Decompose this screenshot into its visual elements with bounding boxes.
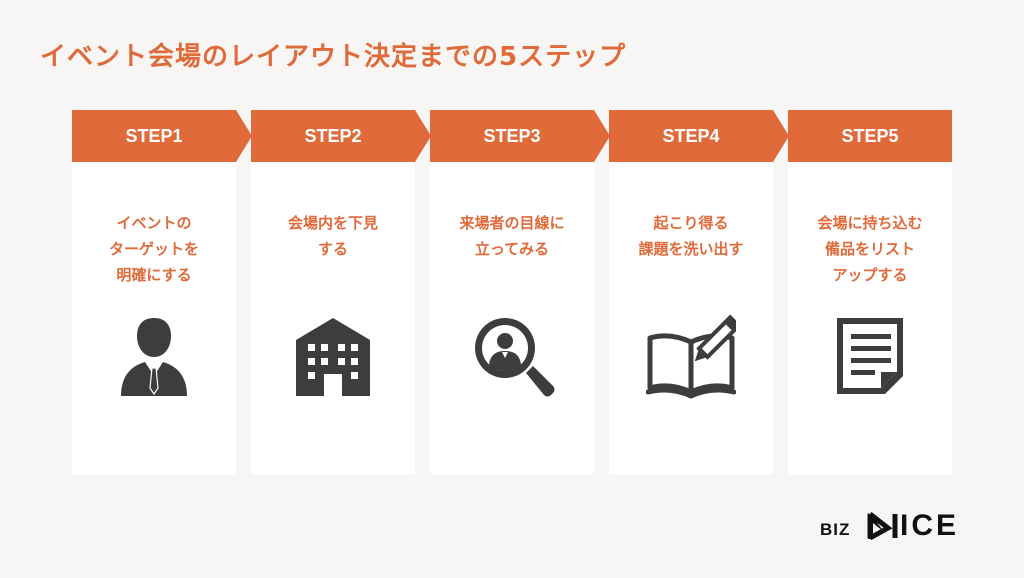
step-1-label: STEP1 (125, 126, 183, 146)
magnifier-person-icon (475, 318, 555, 397)
businessman-icon (121, 318, 187, 396)
step-5-label: STEP5 (841, 126, 899, 146)
brand-logo: BIZ ICE (820, 508, 990, 544)
notebook-pen-icon (646, 314, 736, 399)
step-3: STEP3 来場者の目線に 立ってみる (430, 110, 610, 474)
step-3-header: STEP3 (430, 110, 610, 162)
step-3-label: STEP3 (483, 126, 541, 146)
step-1-arrow (236, 110, 252, 162)
page-title: イベント会場のレイアウト決定までの5ステップ (40, 42, 627, 72)
step-5: STEP5 会場に持ち込む 備品をリスト アップする (788, 110, 952, 474)
step-2-arrow (415, 110, 431, 162)
step-4-text: 起こり得る 課題を洗い出す (638, 214, 744, 258)
checklist-document-icon (837, 318, 903, 394)
step-3-arrow (594, 110, 610, 162)
step-1-text: イベントの ターゲットを 明確にする (108, 214, 199, 284)
steps-flow: STEP1 イベントの ターゲットを 明確にする STEP2 会場内を下見 する (72, 110, 952, 474)
step-4-card: 起こり得る 課題を洗い出す (609, 162, 773, 474)
step-3-text: 来場者の目線に 立ってみる (459, 214, 565, 258)
step-1-card: イベントの ターゲットを 明確にする (72, 162, 236, 474)
building-icon (296, 318, 370, 396)
step-1: STEP1 イベントの ターゲットを 明確にする (72, 110, 252, 474)
step-2-label: STEP2 (304, 126, 362, 146)
step-4-arrow (773, 110, 789, 162)
step-2: STEP2 会場内を下見 する (251, 110, 431, 474)
brand-biz: BIZ (820, 520, 851, 539)
step-5-header: STEP5 (788, 110, 952, 162)
step-4: STEP4 起こり得る 課題を洗い出す (609, 110, 789, 474)
step-4-label: STEP4 (662, 126, 720, 146)
step-2-header: STEP2 (251, 110, 431, 162)
brand-m-mark-icon (867, 512, 898, 541)
step-3-card: 来場者の目線に 立ってみる (430, 162, 594, 474)
step-5-card: 会場に持ち込む 備品をリスト アップする (788, 162, 952, 474)
brand-logo-text: ICE (900, 509, 960, 542)
step-2-text: 会場内を下見 する (287, 214, 378, 258)
step-5-text: 会場に持ち込む 備品をリスト アップする (817, 214, 923, 284)
step-2-card: 会場内を下見 する (251, 162, 415, 474)
step-1-header: STEP1 (72, 110, 252, 162)
step-4-header: STEP4 (609, 110, 789, 162)
